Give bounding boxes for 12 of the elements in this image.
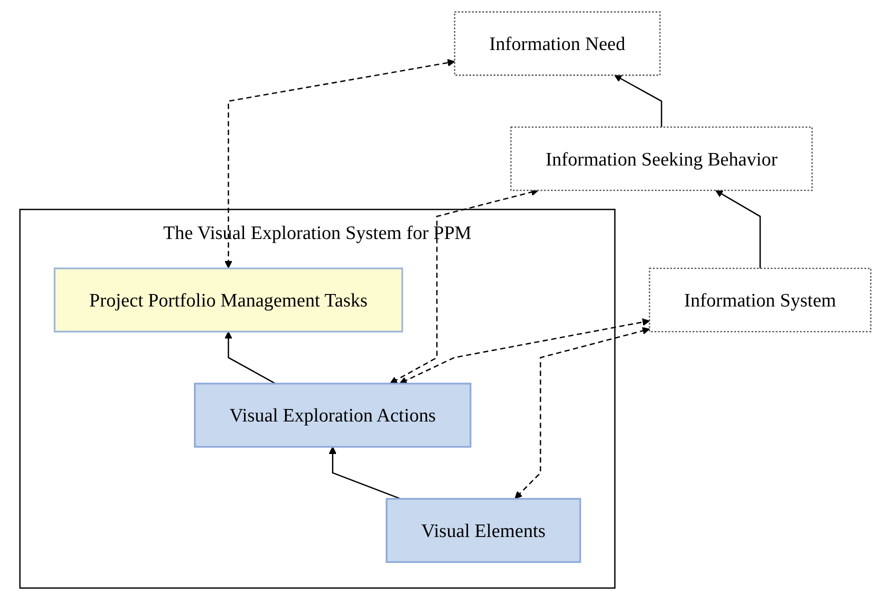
node-box: Information Need <box>454 10 661 76</box>
node-box: Visual Elements <box>386 497 582 562</box>
node-box: Information Seeking Behavior <box>510 126 813 191</box>
arrow <box>224 58 456 268</box>
arrow <box>224 330 276 384</box>
arrow <box>614 74 662 127</box>
arrow <box>715 190 761 268</box>
arrow <box>400 318 650 384</box>
arrow <box>514 326 650 498</box>
node-box: Project Portfolio Management Tasks <box>54 267 404 332</box>
node-box: Visual Exploration Actions <box>194 382 472 448</box>
node-box: Information System <box>649 267 872 332</box>
